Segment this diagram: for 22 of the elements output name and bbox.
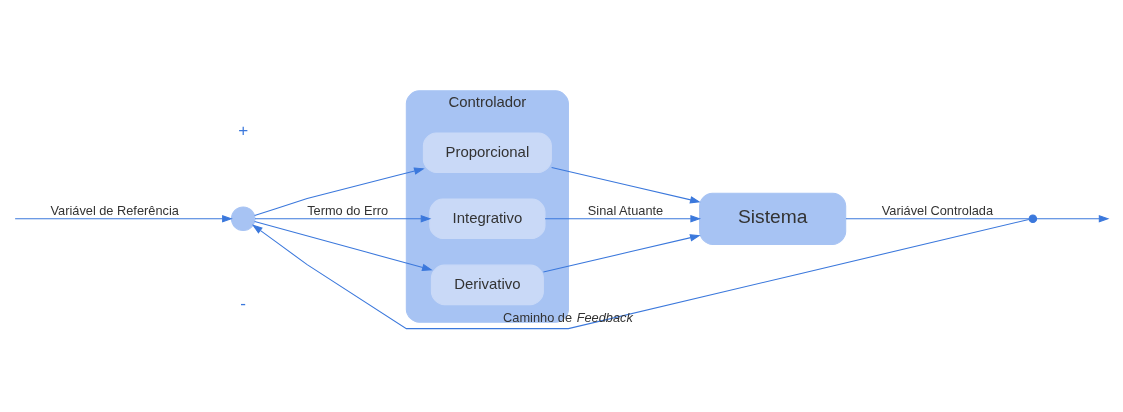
node-box: Sistema <box>699 192 847 245</box>
arrow <box>254 220 433 271</box>
arrow <box>542 233 701 273</box>
arrow <box>544 214 702 222</box>
edge-label: Termo do Erro <box>307 202 389 218</box>
arrow <box>254 166 425 216</box>
edge-label: Sinal Atuante <box>587 202 664 218</box>
arrow <box>254 214 432 222</box>
node-box: Proporcional <box>422 131 552 173</box>
arrow <box>251 218 1030 329</box>
node-dot <box>1028 214 1038 223</box>
arrow <box>551 166 701 203</box>
arrow <box>14 214 233 222</box>
node-box: Integrativo <box>429 198 546 239</box>
edge-label: Variável de Referência <box>50 202 179 218</box>
connector <box>845 217 1030 219</box>
node-box: Derivativo <box>430 264 544 305</box>
label: - <box>240 293 247 313</box>
arrow <box>1036 214 1110 222</box>
edge-label: Variável Controlada <box>881 202 994 218</box>
label: + <box>238 120 249 140</box>
node-circle <box>230 206 256 231</box>
